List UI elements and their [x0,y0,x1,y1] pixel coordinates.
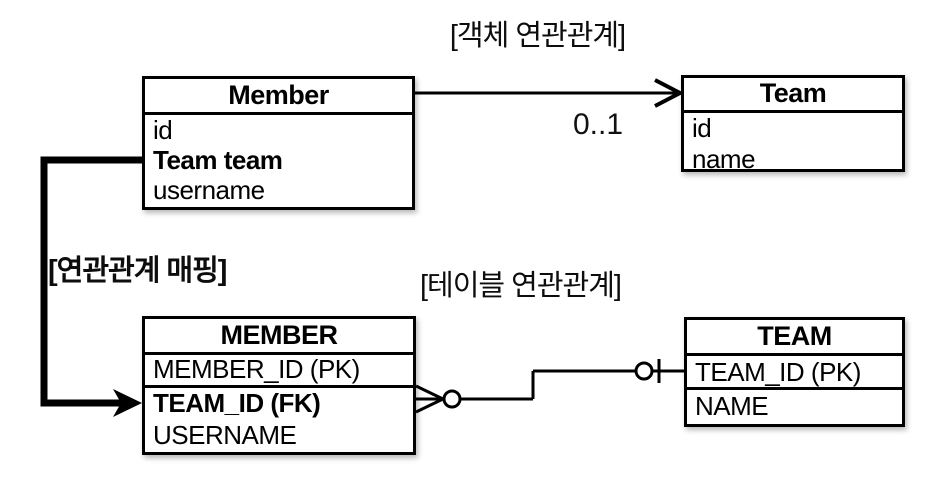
zero-circle-icon-right [634,361,654,381]
member-class-title: Member [145,79,412,115]
member-class-field-id: id [153,115,173,145]
arrowhead-solid-icon [113,389,142,417]
table-relation-connector [415,359,684,414]
team-table-box: TEAM TEAM_ID (PK) NAME [684,317,905,427]
team-class-field-name: name [692,144,756,174]
table-association-title: [테이블 연관관계] [420,270,622,302]
member-table-column-username: USERNAME [153,420,297,450]
arrowhead-open-icon [654,78,685,108]
object-association-arrow [415,78,685,108]
member-table-title: MEMBER [145,319,413,355]
team-table-title: TEAM [687,320,902,356]
multiplicity-label: 0..1 [573,108,624,141]
member-table-column-team-id: TEAM_ID (FK) [153,388,321,418]
team-class-title: Team [684,78,902,113]
member-class-box: Member id Team team username [142,76,415,210]
crow-foot-many-icon [415,384,444,414]
team-class-box: Team id name [681,75,905,174]
member-class-field-team: Team team [153,145,283,175]
team-table-column-team-id: TEAM_ID (PK) [687,356,902,390]
member-table-box: MEMBER MEMBER_ID (PK) TEAM_ID (FK) USERN… [142,316,416,455]
member-table-column-member-id: MEMBER_ID (PK) [145,355,413,388]
member-class-field-username: username [153,175,265,205]
zero-circle-icon [442,389,462,409]
mapping-title: [연관관계 매핑] [48,255,227,287]
team-table-column-name: NAME [695,391,769,421]
team-class-field-id: id [692,113,712,143]
object-association-title: [객체 연관관계] [449,20,626,52]
